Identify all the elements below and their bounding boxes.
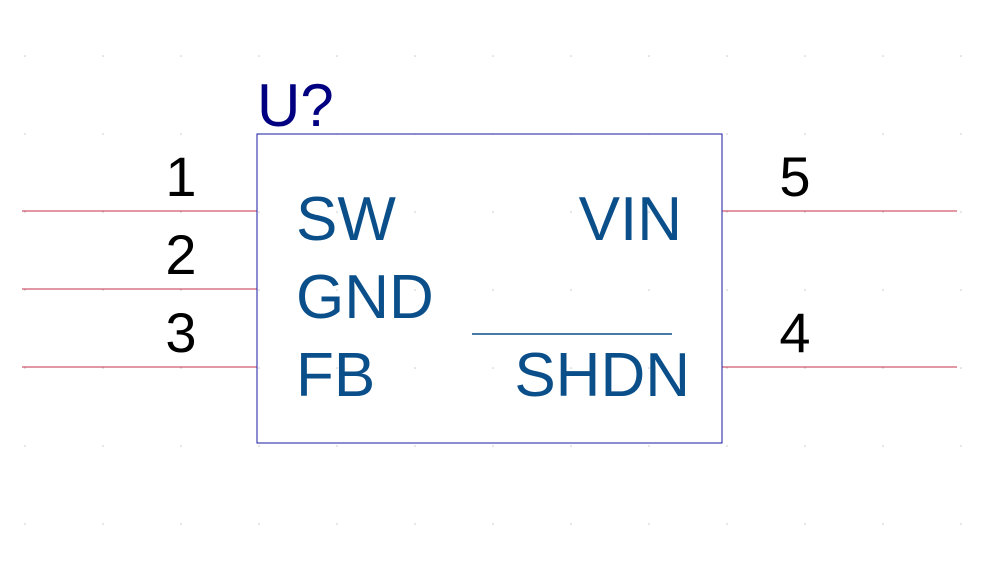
grid-dot [258, 55, 260, 57]
grid-dot [804, 445, 806, 447]
pin-name-gnd: GND [296, 263, 434, 332]
grid-dot [492, 211, 494, 213]
grid-dot [414, 523, 416, 525]
grid-dot [180, 445, 182, 447]
grid-dot [180, 211, 182, 213]
grid-dot [648, 289, 650, 291]
grid-dot [648, 367, 650, 369]
grid-dot [960, 55, 962, 57]
grid-dot [804, 133, 806, 135]
grid-dot [570, 445, 572, 447]
grid-dot [804, 55, 806, 57]
grid-dot [804, 289, 806, 291]
pin-number-4: 4 [779, 301, 810, 364]
grid-dot [258, 289, 260, 291]
grid-dot [960, 133, 962, 135]
grid-dot [24, 445, 26, 447]
grid-dot [102, 55, 104, 57]
grid-dot [414, 445, 416, 447]
grid-dot [24, 523, 26, 525]
grid-dot [258, 211, 260, 213]
grid-dot [102, 289, 104, 291]
grid-dot [726, 445, 728, 447]
grid-dot [24, 211, 26, 213]
grid-dot [882, 55, 884, 57]
grid-dot [726, 133, 728, 135]
pin-name-vin: VIN [579, 185, 682, 254]
pin-name-sw: SW [296, 185, 396, 254]
grid-dot [492, 523, 494, 525]
grid-dot [24, 367, 26, 369]
grid-dot [492, 289, 494, 291]
pin-number-5: 5 [779, 145, 810, 208]
grid-dot [570, 289, 572, 291]
grid-dot [414, 289, 416, 291]
grid-dot [648, 523, 650, 525]
grid-dot [960, 211, 962, 213]
grid-dot [882, 523, 884, 525]
grid-dot [414, 211, 416, 213]
grid-dot [336, 445, 338, 447]
grid-dot [102, 367, 104, 369]
grid-dot [648, 445, 650, 447]
grid-dot [180, 55, 182, 57]
grid-dot [102, 133, 104, 135]
grid-dot [804, 367, 806, 369]
grid-dot [804, 211, 806, 213]
grid-dot [648, 211, 650, 213]
grid-dot [726, 211, 728, 213]
pin-name-fb: FB [296, 341, 375, 410]
pin-number-1: 1 [165, 145, 196, 208]
grid-dot [882, 367, 884, 369]
grid-dot [726, 367, 728, 369]
component-body[interactable] [256, 133, 723, 444]
grid-dot [180, 289, 182, 291]
grid-dot [102, 211, 104, 213]
pin-name-shdn: SHDN [514, 341, 690, 410]
grid-dot [570, 55, 572, 57]
grid-dot [804, 523, 806, 525]
grid-dot [648, 55, 650, 57]
grid-dot [960, 523, 962, 525]
grid-dot [882, 445, 884, 447]
grid-dot [102, 445, 104, 447]
grid-dot [492, 367, 494, 369]
grid-dot [726, 55, 728, 57]
grid-dot [180, 523, 182, 525]
grid-dot [570, 211, 572, 213]
grid-dot [258, 367, 260, 369]
pin-number-3: 3 [165, 301, 196, 364]
grid-dot [960, 445, 962, 447]
grid-dot [960, 367, 962, 369]
grid-dot [24, 55, 26, 57]
grid-dot [414, 55, 416, 57]
grid-dot [882, 289, 884, 291]
grid-dot [102, 523, 104, 525]
grid-dot [336, 211, 338, 213]
grid-dot [492, 445, 494, 447]
grid-dot [492, 55, 494, 57]
grid-dot [336, 523, 338, 525]
grid-dot [336, 55, 338, 57]
grid-dot [258, 523, 260, 525]
grid-dot [258, 445, 260, 447]
grid-dot [570, 367, 572, 369]
grid-dot [180, 133, 182, 135]
grid-dot [726, 289, 728, 291]
grid-dot [960, 289, 962, 291]
grid-dot [24, 133, 26, 135]
grid-dot [414, 367, 416, 369]
grid-dot [570, 523, 572, 525]
grid-dot [726, 523, 728, 525]
pin-number-2: 2 [165, 223, 196, 286]
grid-dot [882, 133, 884, 135]
grid-dot [180, 367, 182, 369]
grid-dots [24, 55, 962, 525]
grid-dot [24, 289, 26, 291]
grid-dot [882, 211, 884, 213]
grid-dot [336, 289, 338, 291]
grid-dot [336, 367, 338, 369]
reference-designator[interactable]: U? [257, 72, 334, 139]
